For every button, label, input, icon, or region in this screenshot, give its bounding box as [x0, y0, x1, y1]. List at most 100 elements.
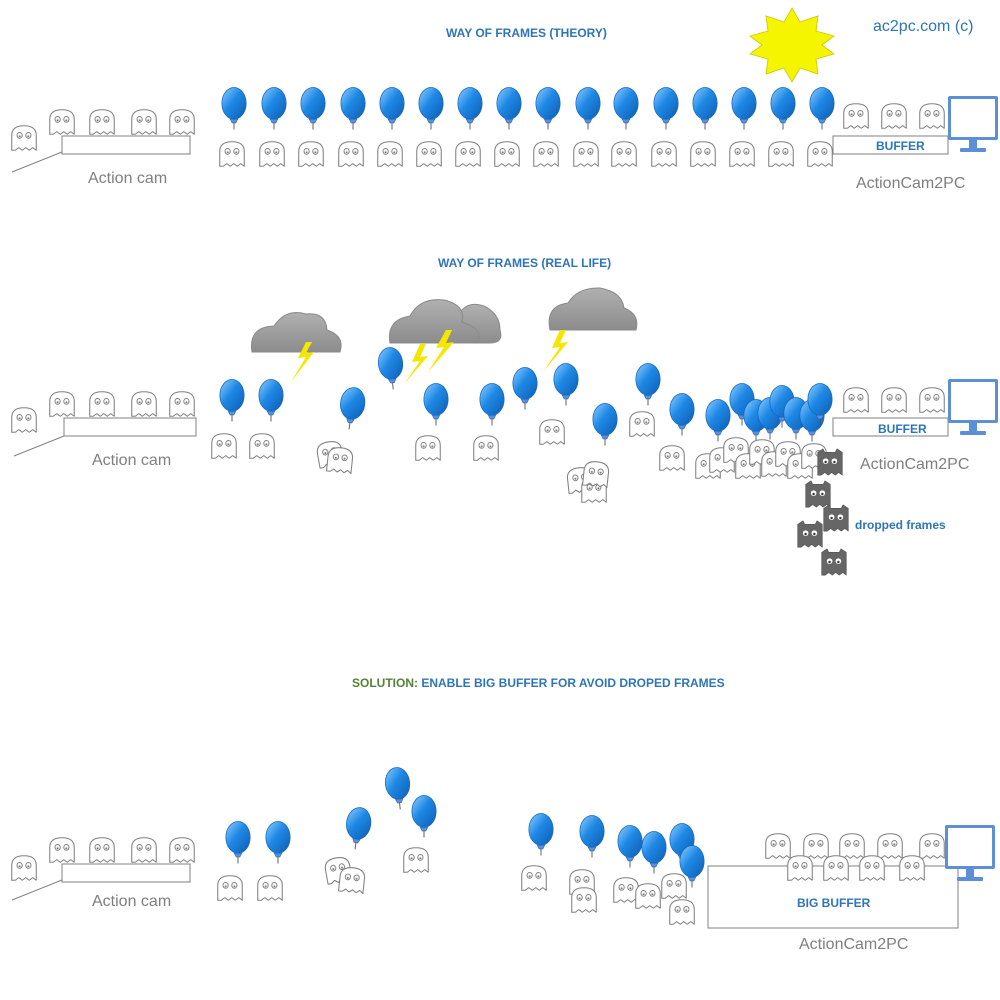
ghost-frame-icon: [89, 391, 115, 417]
ghost-frame-icon: [919, 833, 945, 859]
ghost-frame-icon: [533, 141, 559, 167]
camera-mount-line: [13, 435, 65, 457]
big-buffer-label: BIG BUFFER: [797, 896, 871, 910]
balloon-icon: [653, 86, 679, 130]
ghost-frame-icon: [49, 391, 75, 417]
buffer-box: [832, 135, 949, 155]
balloon-icon: [379, 86, 405, 130]
balloon-icon: [617, 824, 643, 868]
boxes-layer: [11, 135, 959, 929]
ghost-frame-icon: [661, 873, 687, 899]
ghost-frame-icon: [729, 141, 755, 167]
dropped-frame-icon: [797, 520, 823, 548]
ghost-frame-icon: [613, 877, 639, 903]
camera-storage-box: [61, 135, 191, 155]
real-life-source-label: Action cam: [92, 452, 172, 469]
ghost-frame-icon: [473, 435, 499, 461]
ghost-frame-icon: [11, 407, 37, 433]
ghost-frame-icon: [877, 833, 903, 859]
ghost-frame-icon: [803, 833, 829, 859]
ghost-frame-icon: [881, 387, 907, 413]
monitor-icon: [948, 96, 998, 152]
theory-title: WAY OF FRAMES (THEORY): [446, 26, 607, 40]
balloon-icon: [705, 398, 731, 442]
balloon-icon: [496, 86, 522, 130]
ghost-frame-icon: [338, 141, 364, 167]
ghost-frame-icon: [823, 855, 849, 881]
ghost-frame-icon: [11, 125, 37, 151]
ghost-frame-icon: [629, 411, 655, 437]
ghost-frame-icon: [765, 833, 791, 859]
balloon-icon: [635, 362, 661, 406]
dropped-frames-label: dropped frames: [855, 518, 946, 532]
ghost-frame-icon: [211, 433, 237, 459]
storm-cloud-icon: [388, 299, 502, 344]
ghost-frame-icon: [571, 887, 597, 913]
balloon-icon: [692, 86, 718, 130]
balloon-icon: [225, 820, 251, 864]
ghost-frame-icon: [259, 141, 285, 167]
ghost-frame-icon: [899, 855, 925, 881]
solution-source-label: Action cam: [92, 893, 172, 910]
ghost-frame-icon: [169, 109, 195, 135]
real-life-title: WAY OF FRAMES (REAL LIFE): [438, 256, 612, 270]
balloon-icon: [641, 830, 667, 874]
balloon-icon: [613, 86, 639, 130]
balloon-icon: [535, 86, 561, 130]
balloon-icon: [376, 345, 406, 392]
balloon-icon: [300, 86, 326, 130]
balloon-icon: [528, 812, 554, 856]
ghost-frame-icon: [787, 855, 813, 881]
balloon-icon: [265, 820, 291, 864]
ghost-frame-icon: [49, 837, 75, 863]
ghost-frame-icon: [416, 141, 442, 167]
ghost-frame-icon: [217, 875, 243, 901]
ghost-frame-icon: [919, 103, 945, 129]
lightning-icon: [291, 342, 314, 382]
sun-group: [749, 7, 835, 83]
ghost-frame-icon: [807, 141, 833, 167]
monitor-group: [945, 96, 998, 881]
ghost-frame-icon: [521, 865, 547, 891]
balloon-layer: [219, 86, 835, 888]
ghost-frame-icon: [403, 847, 429, 873]
ghost-frame-icon: [659, 445, 685, 471]
storm-cloud-icon: [250, 312, 342, 353]
balloon-icon: [809, 86, 835, 130]
balloon-icon: [579, 814, 605, 858]
camera-mount-line: [11, 151, 63, 173]
dropped-frame-icon: [805, 480, 831, 508]
ghost-frame-icon: [249, 433, 275, 459]
ghost-frame-icon: [635, 883, 661, 909]
balloon-icon: [457, 86, 483, 130]
ghost-frame-icon: [131, 391, 157, 417]
theory-buffer-label: BUFFER: [876, 139, 925, 153]
balloon-icon: [221, 86, 247, 130]
ghost-frame-icon: [651, 141, 677, 167]
balloon-icon: [592, 402, 618, 446]
ghost-frame-icon: [494, 141, 520, 167]
ghost-frame-icon: [169, 837, 195, 863]
balloon-icon: [731, 86, 757, 130]
dropped-frame-icon: [823, 504, 849, 532]
theory-target-label: ActionCam2PC: [856, 175, 966, 192]
dropped-frame-icon: [817, 448, 843, 476]
ghost-frame-icon: [843, 387, 869, 413]
ghost-frame-icon: [257, 875, 283, 901]
ghost-frame-icon: [131, 837, 157, 863]
ghost-frame-icon: [881, 103, 907, 129]
lightning-icon: [404, 344, 428, 384]
camera-storage-box: [61, 863, 191, 883]
ghost-frame-icon: [326, 446, 354, 474]
ghost-frame-icon: [839, 833, 865, 859]
solution-prefix: SOLUTION:: [352, 676, 418, 690]
ghost-frame-icon: [298, 141, 324, 167]
balloon-icon: [261, 86, 287, 130]
real-life-target-label: ActionCam2PC: [860, 456, 970, 473]
balloon-icon: [669, 392, 695, 436]
ghost-frame-icon: [415, 435, 441, 461]
camera-mount-line: [11, 879, 63, 901]
gear-sun-icon: [749, 7, 835, 83]
balloon-icon: [411, 794, 437, 838]
